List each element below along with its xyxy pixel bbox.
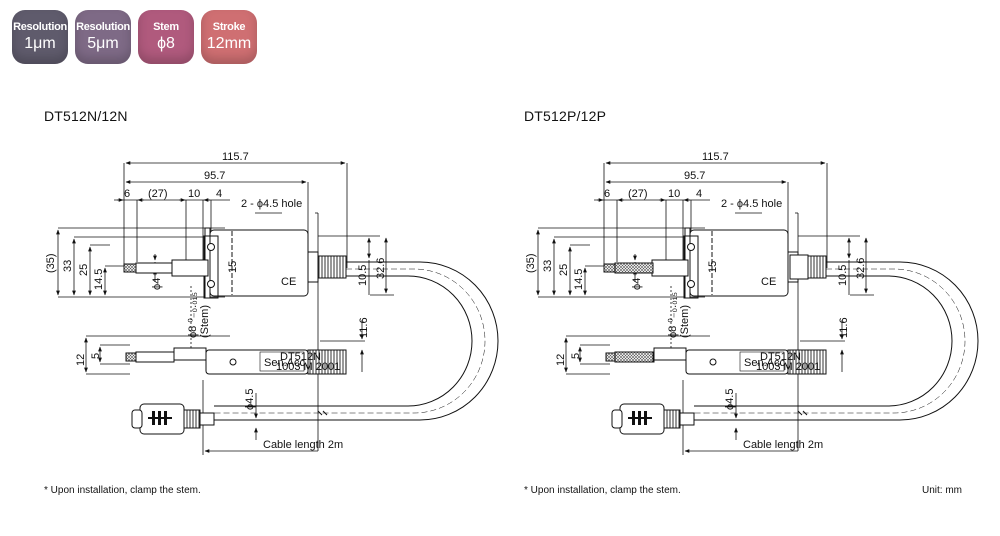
dim-5: 5: [90, 353, 102, 359]
dim-6: 6: [604, 188, 610, 200]
dim-12: 12: [555, 354, 567, 366]
badge-value: 1μm: [24, 35, 56, 52]
dim-95-7: 95.7: [204, 170, 225, 182]
dim-14-5: 14.5: [573, 269, 585, 290]
dim-11-6: 11.6: [358, 317, 370, 338]
dim-25: 25: [78, 264, 90, 276]
installation-note-left: * Upon installation, clamp the stem.: [44, 485, 201, 496]
dim-11-6: 11.6: [838, 317, 850, 338]
dim-10: 10: [188, 188, 200, 200]
badge-resolution-5um: Resolution 5μm: [75, 10, 131, 64]
dim-12: 12: [75, 354, 87, 366]
ce-mark: CE: [281, 276, 296, 288]
dim-phi4: ϕ4: [151, 278, 163, 290]
dim-115-7: 115.7: [702, 151, 729, 163]
badge-label: Resolution: [13, 21, 67, 33]
dim-4: 4: [216, 188, 222, 200]
dim-15: 15: [707, 261, 719, 273]
ce-mark: CE: [761, 276, 776, 288]
dim-115-7: 115.7: [222, 151, 249, 163]
dim-10: 10: [668, 188, 680, 200]
dim-95-7: 95.7: [684, 170, 705, 182]
dim-hole: 2 - ϕ4.5 hole: [241, 198, 302, 210]
dim-cable-length: Cable length 2m: [263, 439, 343, 451]
dim-33: 33: [62, 260, 74, 272]
dim-phi4-5: ϕ4.5: [724, 389, 736, 410]
badge-value: ϕ8: [157, 35, 175, 52]
badge-resolution-1um: Resolution 1μm: [12, 10, 68, 64]
dim-35: (35): [525, 253, 537, 273]
dim-27: (27): [628, 188, 648, 200]
spec-badges: Resolution 1μm Resolution 5μm Stem ϕ8 St…: [12, 10, 257, 64]
dim-stem-label: (Stem): [199, 305, 211, 338]
dim-25: 25: [558, 264, 570, 276]
badge-value: 12mm: [206, 35, 252, 52]
dim-hole: 2 - ϕ4.5 hole: [721, 198, 782, 210]
dim-14-5: 14.5: [93, 269, 105, 290]
dim-35: (35): [45, 253, 57, 273]
dim-5: 5: [570, 353, 582, 359]
dim-6: 6: [124, 188, 130, 200]
dim-cable-length: Cable length 2m: [743, 439, 823, 451]
badge-label: Stem: [153, 21, 179, 33]
badge-label: Stroke: [212, 21, 246, 33]
unit-note: Unit: mm: [922, 485, 962, 496]
dim-phi4-5: ϕ4.5: [244, 389, 256, 410]
dim-stem-label: (Stem): [679, 305, 691, 338]
badge-stem: Stem ϕ8: [138, 10, 194, 64]
badge-stroke: Stroke 12mm: [201, 10, 257, 64]
dim-10-5: 10.5: [837, 265, 849, 286]
dim-4: 4: [696, 188, 702, 200]
dt512p-probe-variant: [614, 254, 809, 363]
dim-phi4: ϕ4: [631, 278, 643, 290]
badge-value: 5μm: [87, 35, 119, 52]
dim-32-6: 32.6: [855, 258, 867, 279]
dim-stem: ϕ8 ⁰₋₀.₀₁₅: [187, 292, 199, 338]
dim-stem: ϕ8 ⁰₋₀.₀₁₅: [667, 292, 679, 338]
dim-33: 33: [542, 260, 554, 272]
dim-27: (27): [148, 188, 168, 200]
dim-32-6: 32.6: [375, 258, 387, 279]
installation-note-right: * Upon installation, clamp the stem.: [524, 485, 681, 496]
dim-10-5: 10.5: [357, 265, 369, 286]
drawing-title-dt512n: DT512N/12N: [44, 108, 128, 124]
dim-15: 15: [227, 261, 239, 273]
badge-label: Resolution: [76, 21, 130, 33]
drawing-title-dt512p: DT512P/12P: [524, 108, 607, 124]
